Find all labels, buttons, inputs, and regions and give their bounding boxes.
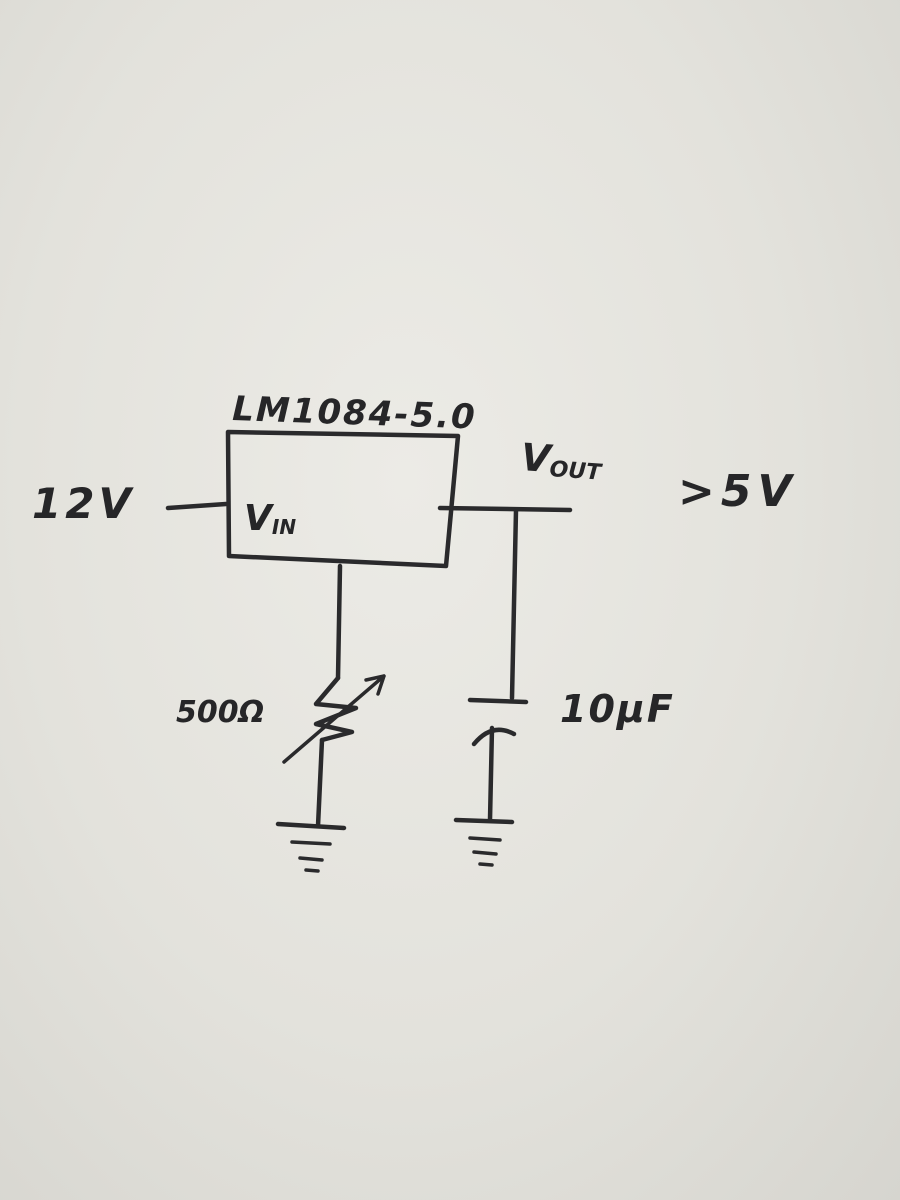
adjust-wire xyxy=(335,563,343,681)
vout-subscript: OUT xyxy=(549,457,604,486)
ic-part-number: LM1084-5.0 xyxy=(232,389,478,438)
vin-subscript: IN xyxy=(272,515,296,539)
vin-pin-label: VIN xyxy=(244,498,296,539)
capacitor-wire-bottom xyxy=(487,725,495,823)
potentiometer-ground-wire xyxy=(315,737,325,829)
regulator-ic-box xyxy=(225,429,461,569)
capacitor-plate-top xyxy=(467,697,529,705)
capacitor-value-label: 10µF xyxy=(560,687,675,731)
output-voltage-label: >5V xyxy=(678,466,798,517)
ground-icon xyxy=(275,821,347,873)
vout-pin-label: VOUT xyxy=(519,435,605,486)
input-voltage-label: 12V xyxy=(32,479,135,528)
output-wire xyxy=(437,505,573,513)
potentiometer-arrow xyxy=(282,674,386,764)
vin-letter: V xyxy=(244,498,275,539)
resistor-value-label: 500Ω xyxy=(176,695,264,730)
ground-icon xyxy=(453,817,515,867)
input-wire xyxy=(165,501,229,511)
vout-letter: V xyxy=(519,435,554,481)
capacitor-wire-top xyxy=(509,507,519,701)
